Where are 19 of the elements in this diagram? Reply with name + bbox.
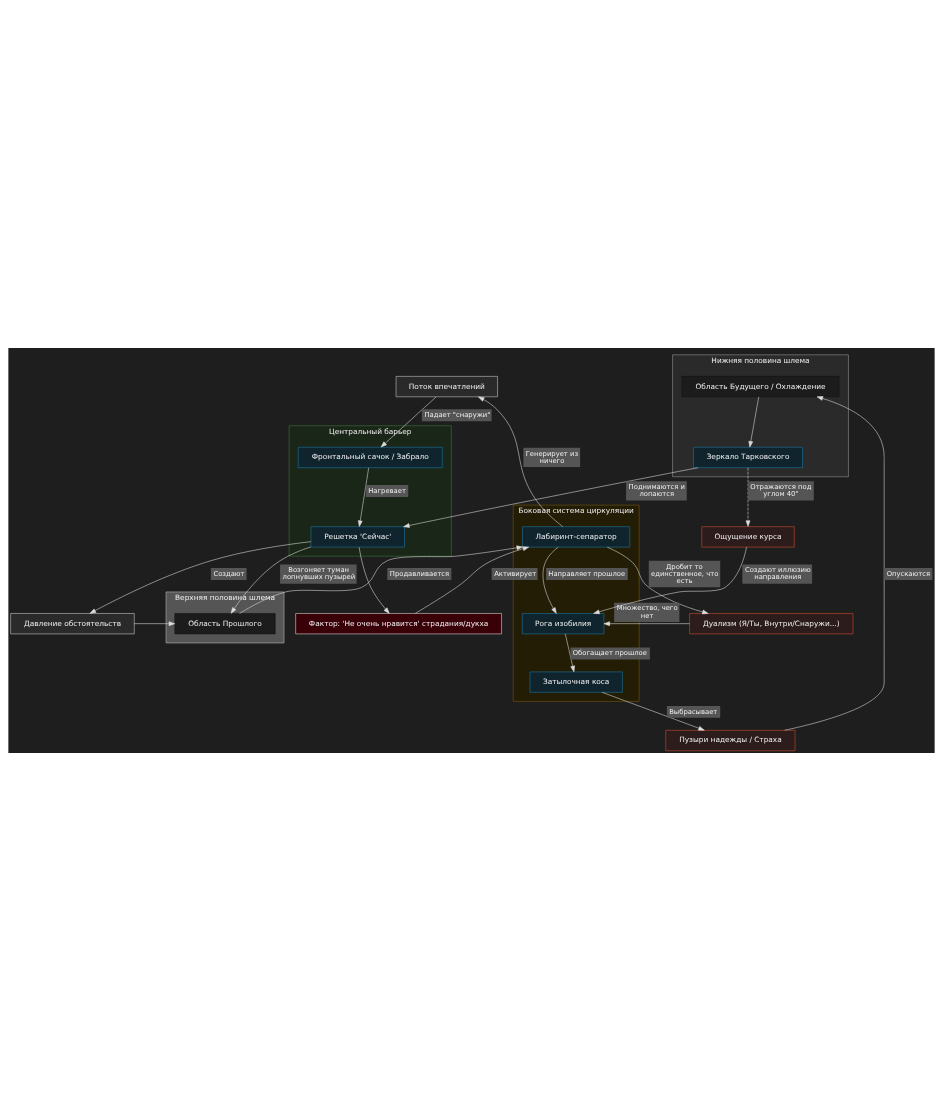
arrow (403, 467, 699, 528)
arrow (89, 541, 312, 614)
arrow (415, 546, 529, 614)
arrow (239, 545, 523, 614)
arrow (134, 621, 175, 626)
arrow (784, 396, 885, 731)
arrow (380, 396, 437, 448)
arrow (603, 621, 690, 626)
arrow (358, 546, 390, 614)
arrow (542, 546, 559, 614)
arrow (601, 692, 705, 731)
arrow (358, 467, 369, 527)
arrow (745, 467, 751, 527)
arrow (593, 546, 747, 614)
arrow (230, 546, 312, 614)
arrow (607, 546, 709, 615)
arrow (748, 396, 760, 448)
arrow (565, 633, 575, 673)
arrow (478, 396, 563, 527)
